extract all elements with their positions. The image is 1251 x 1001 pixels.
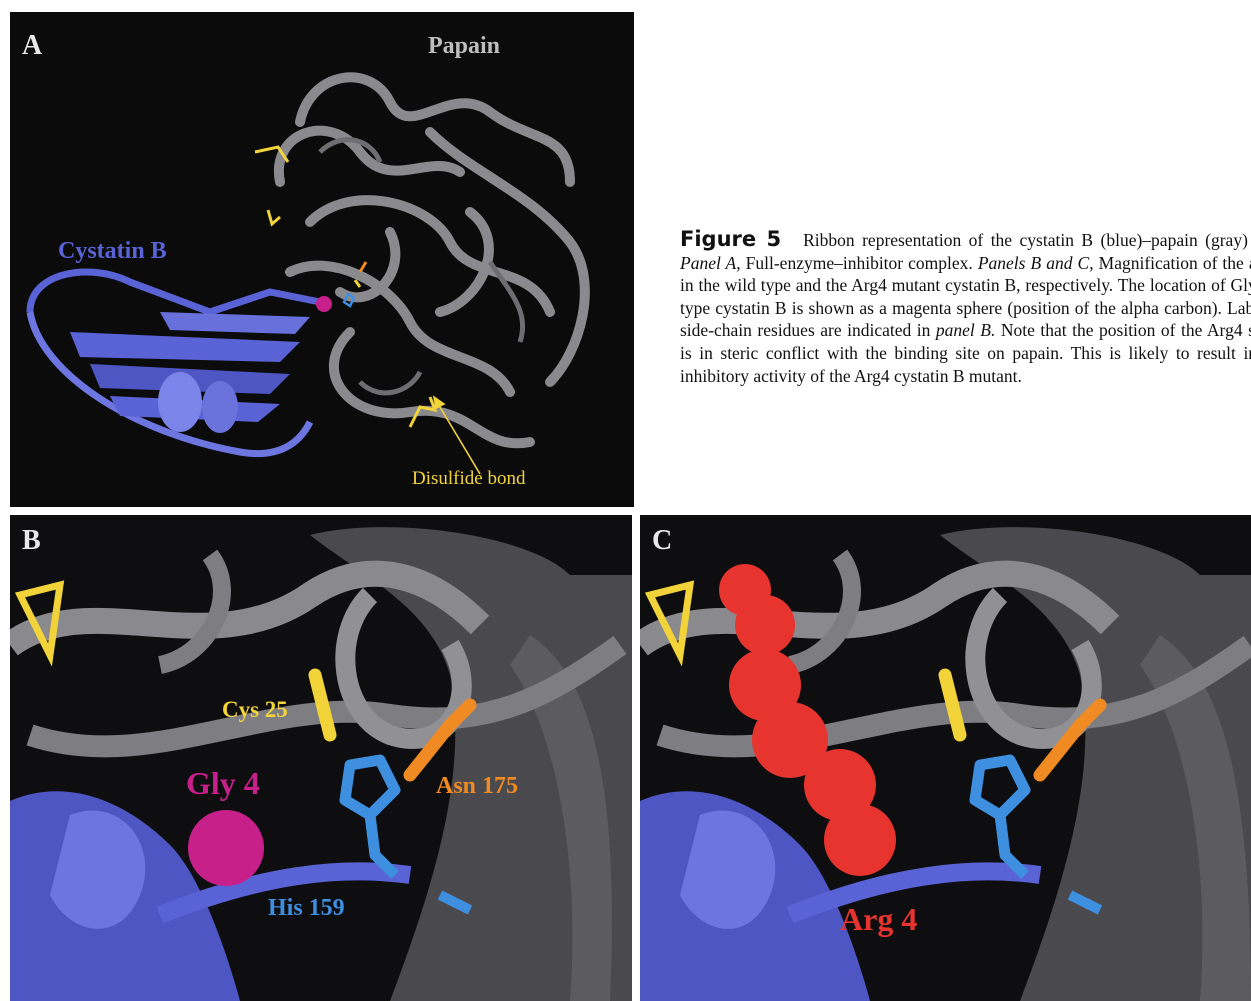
papain-ribbon: [279, 77, 585, 443]
panel-c: C Arg 4: [640, 515, 1251, 1001]
panel-b-letter: B: [22, 525, 41, 557]
his159-label: His 159: [268, 895, 345, 922]
panel-a: A Papain Cystatin B Disulfide bond: [10, 12, 634, 507]
asn175-label: Asn 175: [436, 773, 518, 800]
disulfide-arrow: [434, 397, 480, 474]
panel-c-structure: [640, 515, 1251, 1001]
cystatin-ribbon: [30, 272, 330, 454]
caption-text: Full-enzyme–inhibitor complex.: [741, 253, 978, 273]
caption-panels-bc-ref: Panels B and C,: [978, 253, 1094, 273]
panel-a-letter: A: [22, 30, 42, 62]
papain-label: Papain: [428, 33, 500, 60]
cys25-label: Cys 25: [222, 697, 288, 723]
caption-panel-a-ref: Panel A,: [680, 253, 741, 273]
gly4-sphere: [188, 810, 264, 886]
figure-caption: Figure 5 Ribbon representation of the cys…: [680, 228, 1251, 387]
panel-b-structure: [10, 515, 632, 1001]
his159-sidechain: [345, 760, 395, 875]
gly4-sphere-small: [316, 296, 332, 312]
arg4-label: Arg 4: [840, 901, 917, 938]
cystatin-b-label: Cystatin B: [58, 238, 167, 265]
figure-label: Figure 5: [680, 228, 781, 251]
caption-text: Ribbon representation of the cystatin B …: [803, 230, 1251, 250]
gly4-label: Gly 4: [186, 765, 260, 802]
panel-c-letter: C: [652, 525, 672, 557]
panel-b: B Cys 25 Gly 4 Asn 175 His 159: [10, 515, 632, 1001]
disulfide-bond-label: Disulfide bond: [412, 468, 525, 490]
caption-panel-b-ref: panel B.: [936, 320, 995, 340]
